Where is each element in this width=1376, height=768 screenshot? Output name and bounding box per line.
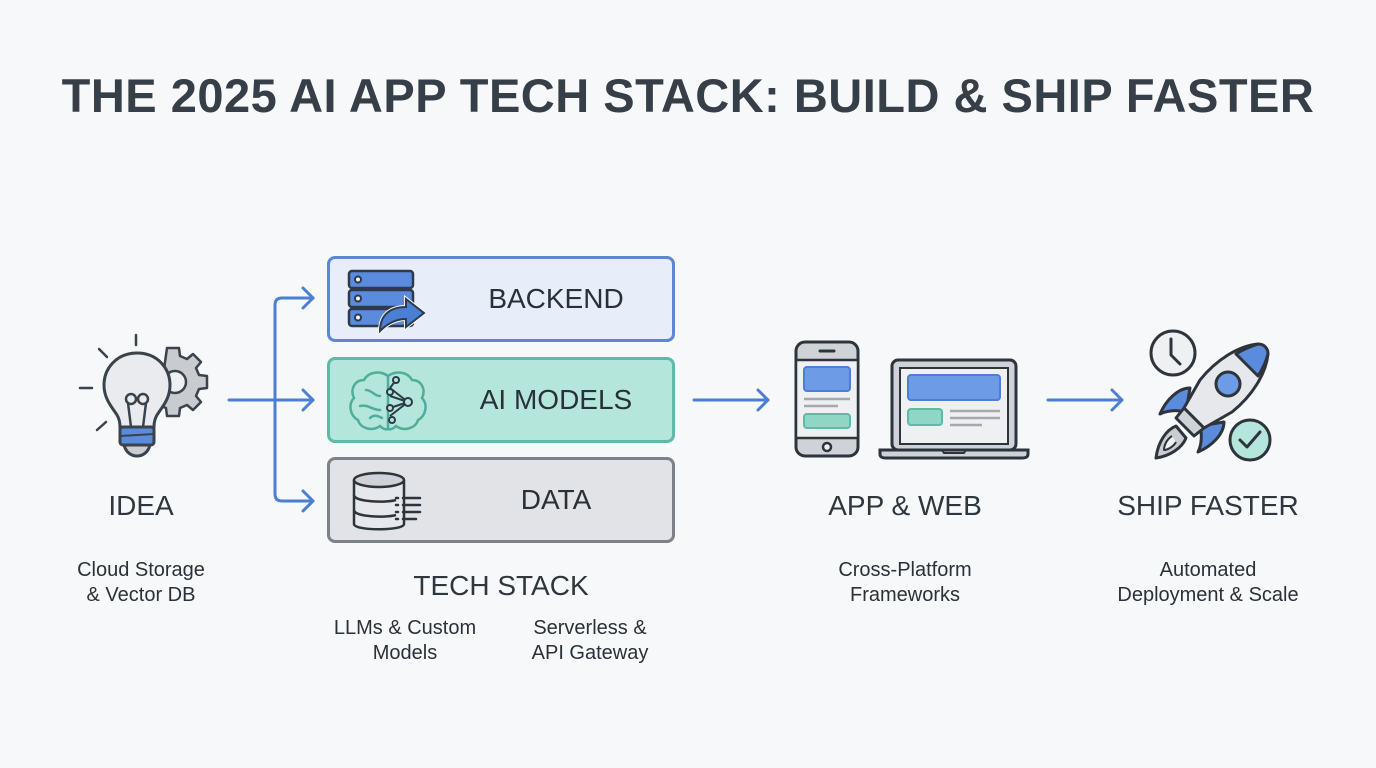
rocket-clock-check-icon	[1149, 329, 1272, 462]
stack-layer-label: DATA	[520, 484, 592, 515]
stack-layer-label: BACKEND	[488, 283, 624, 314]
app-web-label: APP & WEB	[828, 490, 982, 521]
caption-line: API Gateway	[531, 642, 649, 664]
stack-layer-data[interactable]: DATA	[327, 457, 675, 543]
tech-stack-caption-llm: LLMs & Custom Models	[310, 616, 500, 666]
rocket-icon	[1154, 342, 1270, 460]
branch-bracket	[273, 286, 315, 513]
arrow-idea-to-stack	[227, 388, 315, 412]
app-web-caption: Cross-Platform Frameworks	[800, 558, 1010, 608]
page-title: THE 2025 AI APP TECH STACK: BUILD & SHIP…	[61, 69, 1315, 122]
lightbulb-gear-icon	[78, 333, 209, 458]
caption-line: Serverless &	[533, 617, 647, 639]
database-list-icon	[352, 471, 422, 531]
arrow-app-to-ship	[1046, 388, 1124, 412]
server-share-icon	[347, 269, 428, 333]
check-circle-icon	[1228, 418, 1272, 462]
caption-line: LLMs & Custom	[333, 617, 477, 639]
caption-line: Frameworks	[849, 584, 960, 606]
arrow-stack-to-app	[692, 388, 770, 412]
idea-caption: Cloud Storage & Vector DB	[50, 558, 232, 608]
stack-layer-ai-models[interactable]: AI MODELS	[327, 357, 675, 443]
phone-laptop-icon	[794, 340, 1030, 460]
caption-line: Automated	[1159, 559, 1257, 581]
caption-line: Models	[372, 642, 438, 664]
laptop-icon	[878, 358, 1030, 460]
clock-icon	[1149, 329, 1197, 377]
idea-caption-line: Cloud Storage	[77, 559, 205, 581]
ship-faster-label: SHIP FASTER	[1117, 490, 1299, 521]
idea-label: IDEA	[108, 490, 174, 521]
brain-network-icon	[349, 371, 427, 431]
caption-line: Cross-Platform	[838, 559, 972, 581]
idea-caption-line: & Vector DB	[86, 584, 196, 606]
stack-layer-backend[interactable]: BACKEND	[327, 256, 675, 342]
ship-faster-caption: Automated Deployment & Scale	[1090, 558, 1326, 608]
tech-stack-label: TECH STACK	[413, 570, 589, 601]
tech-stack-caption-serverless: Serverless & API Gateway	[505, 616, 675, 666]
caption-line: Deployment & Scale	[1117, 584, 1299, 606]
phone-icon	[794, 340, 860, 458]
stack-layer-label: AI MODELS	[479, 384, 633, 415]
